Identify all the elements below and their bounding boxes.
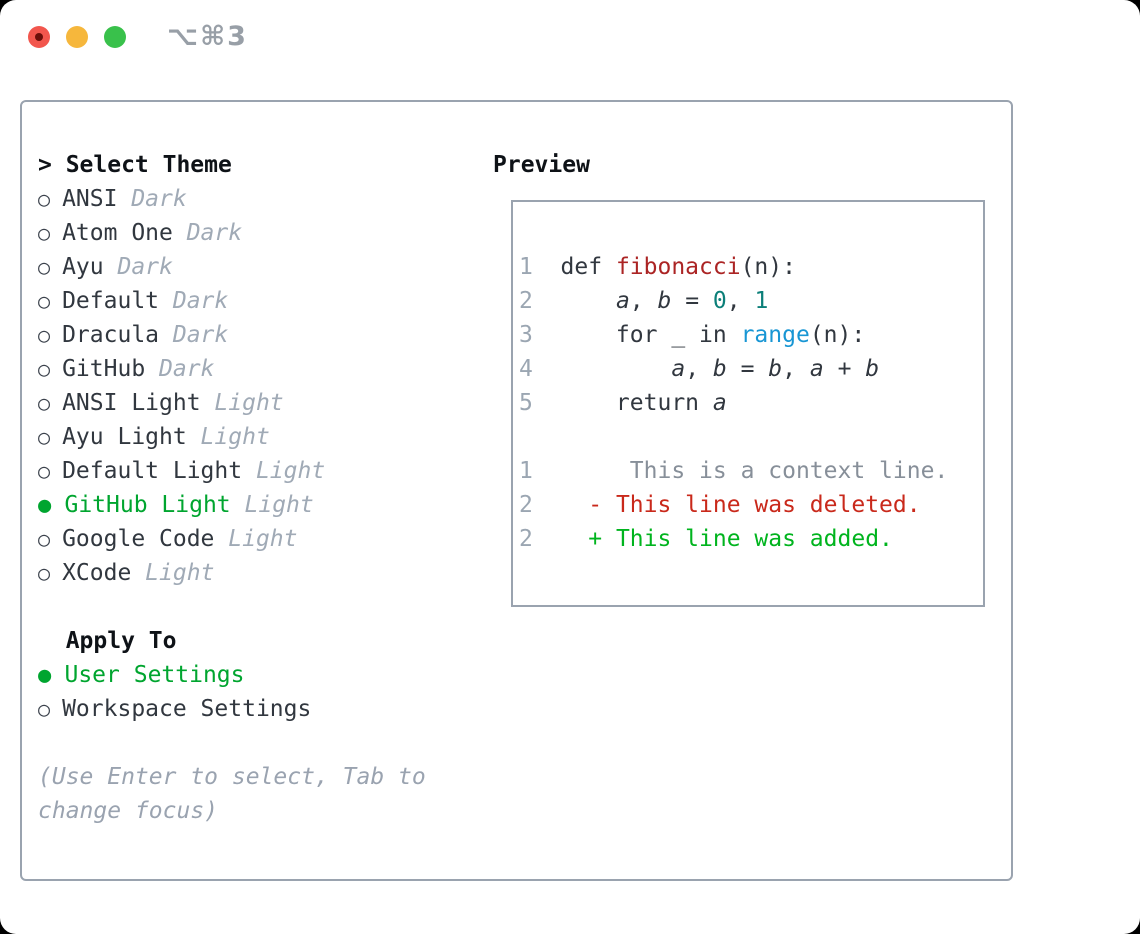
theme-option[interactable]: ○Atom One Dark — [38, 220, 243, 246]
code-line: 2 a, b = 0, 1 — [519, 288, 769, 314]
apply-to-option[interactable]: ○Workspace Settings — [38, 696, 312, 722]
help-text: change focus) — [38, 798, 219, 824]
code-line: 3 for _ in range(n): — [519, 322, 866, 348]
theme-option[interactable]: ●GitHub Light Light — [38, 492, 314, 518]
theme-option[interactable]: ○ANSI Dark — [38, 186, 187, 212]
theme-option[interactable]: ○GitHub Dark — [38, 356, 215, 382]
spacer — [38, 726, 426, 760]
code-line: 1 def fibonacci(n): — [519, 254, 796, 280]
theme-option[interactable]: ○ANSI Light Light — [38, 390, 284, 416]
theme-option[interactable]: ○Google Code Light — [38, 526, 298, 552]
preview-header: Preview — [493, 152, 590, 178]
apply-to-option[interactable]: ●User Settings — [38, 662, 245, 688]
preview-box: 1 def fibonacci(n): 2 a, b = 0, 1 3 for _ … — [511, 200, 985, 607]
window-title: ⌥⌘3 — [167, 21, 248, 52]
spacer — [38, 590, 426, 624]
theme-selector: >Select Theme ○ANSI Dark ○Atom One Dark ○Ay… — [38, 148, 426, 828]
minimize-button[interactable] — [66, 26, 88, 48]
diff-line: 2 - This line was deleted. — [519, 492, 921, 518]
blank-line — [519, 420, 983, 454]
theme-option[interactable]: ○Ayu Dark — [38, 254, 173, 280]
code-line: 5 return a — [519, 390, 727, 416]
diff-line: 1 This is a context line. — [519, 458, 949, 484]
code-line: 4 a, b = b, a + b — [519, 356, 880, 382]
theme-option[interactable]: ○Ayu Light Light — [38, 424, 270, 450]
theme-option[interactable]: ○Default Dark — [38, 288, 229, 314]
theme-option[interactable]: ○Default Light Light — [38, 458, 326, 484]
code-preview: 1 def fibonacci(n): 2 a, b = 0, 1 3 for _ … — [519, 250, 983, 556]
theme-list-header: >Select Theme — [38, 152, 232, 178]
zoom-button[interactable] — [104, 26, 126, 48]
theme-dialog-panel: >Select Theme ○ANSI Dark ○Atom One Dark ○Ay… — [20, 100, 1013, 881]
close-dot-icon — [35, 33, 43, 41]
close-button[interactable] — [28, 26, 50, 48]
theme-option[interactable]: ○Dracula Dark — [38, 322, 229, 348]
theme-option[interactable]: ○XCode Light — [38, 560, 215, 586]
diff-line: 2 + This line was added. — [519, 526, 893, 552]
traffic-lights — [28, 26, 126, 48]
help-text: (Use Enter to select, Tab to — [38, 764, 426, 790]
apply-to-header: Apply To — [65, 628, 177, 654]
